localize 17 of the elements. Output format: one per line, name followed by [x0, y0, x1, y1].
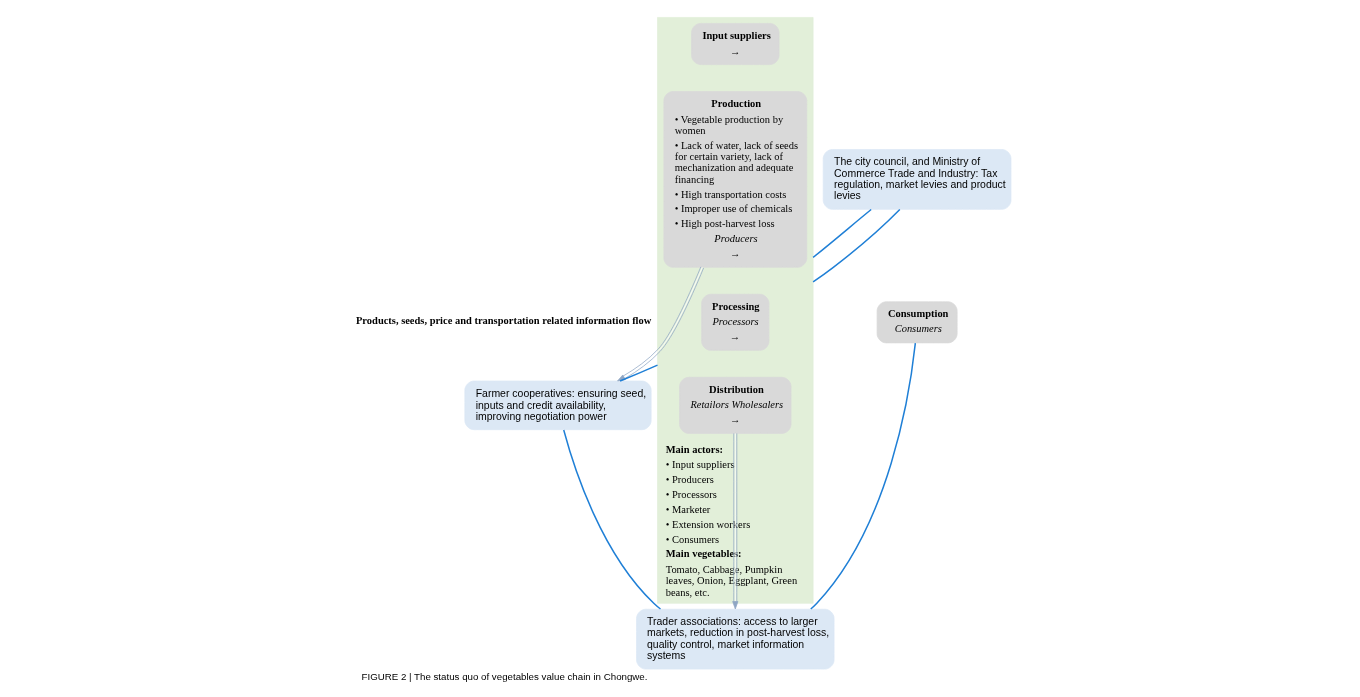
node-box: The city council, and Ministry of Commerce Trade and Industry: Tax regulation, market levies and product levies	[822, 149, 1011, 210]
node-box: Distribution Retailors Wholesalers →	[678, 376, 791, 434]
label: Products, seeds, price and transportation related information flow	[355, 315, 651, 327]
connector	[811, 208, 872, 259]
connector	[811, 208, 901, 283]
connector	[618, 364, 658, 382]
connector	[562, 429, 661, 610]
node-box: Trader associations: access to larger markets, reduction in post-harvest loss, quality control, market information systems	[635, 608, 834, 670]
node-box: Processing Processors →	[700, 293, 769, 351]
arrow	[616, 266, 704, 382]
node-box: Consumption Consumers	[876, 301, 957, 344]
node-box: Production • Vegetable production by women • Lack of water, lack of seeds for certain variety, lack of mechanization and adequate financing • High transportation costs • Improper use of chemicals • High post-harvest loss Producers →	[662, 91, 807, 268]
arrow	[731, 433, 738, 610]
node-box: Farmer cooperatives: ensuring seed, inputs and credit availability, improving negotiation power	[463, 380, 651, 431]
caption: FIGURE 2 | The status quo of vegetables value chain in Chongwe.	[361, 670, 647, 682]
connector	[809, 342, 916, 610]
node-box: Input suppliers →	[690, 23, 779, 65]
